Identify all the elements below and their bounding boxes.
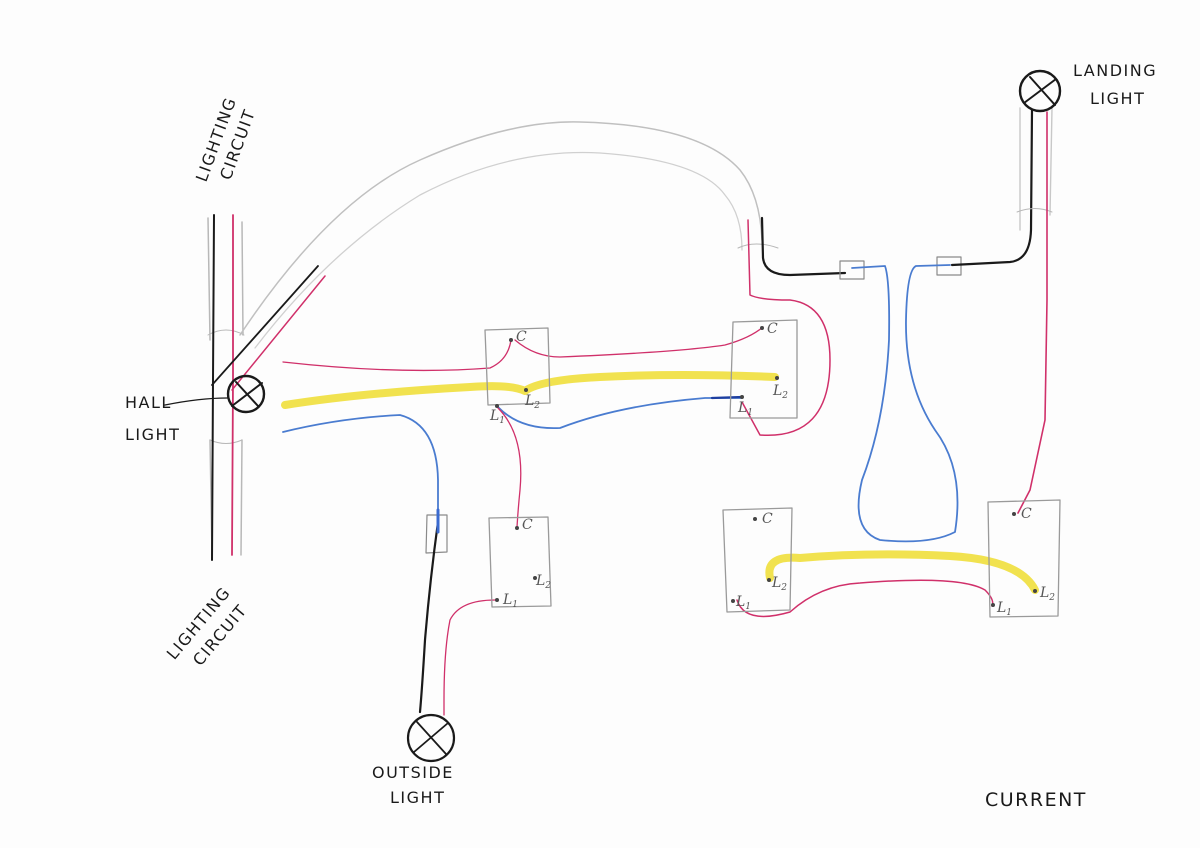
hall-live-to-switch-a [282,339,512,372]
terminal-label-l1: L1 [996,600,1012,618]
terminal-label-l1: L1 [489,408,505,426]
landing-l1-link [736,579,994,618]
terminal-dot [495,404,499,408]
hall-light-label-2: LIGHT [125,425,180,444]
lighting-circuit-sheath-left [207,217,211,341]
terminal-dot [991,603,995,607]
terminal-dot [731,599,735,603]
hall-light-leader [164,397,228,406]
connector-block-left [839,260,865,280]
outside-switch-live [443,599,496,716]
terminal-dot [515,526,519,530]
outside-connector-block [425,514,448,554]
terminal-dot [495,598,499,602]
switch-box-landing-b [987,499,1061,618]
lighting-circuit-neutral-wire [211,214,215,561]
terminal-label-c: C [767,321,778,337]
switch-box-outside [488,516,552,608]
landing-light-sheath-cap [1016,208,1053,213]
terminal-dot [760,326,764,330]
switch-box-hall-b [729,319,798,419]
terminal-label-c: C [522,517,533,533]
outside-light-lamp-icon [406,713,456,763]
terminal-label-c: C [762,511,773,527]
terminal-label-l2: L2 [1039,585,1055,603]
landing-cable-sheath-inner [254,151,743,349]
landing-light-live [1017,111,1048,514]
outside-neutral [418,520,440,714]
terminal-label-l2: L2 [524,393,540,411]
terminal-dot [1012,512,1016,516]
lighting-circuit-sheath-right [241,221,244,336]
terminal-label-l2: L2 [772,383,788,401]
terminal-dot [775,376,779,380]
hall-to-landing-live [231,275,326,391]
terminal-dot [1033,589,1037,593]
switch-a-to-switch-b-live [514,326,764,358]
switch-a-to-outside-switch [497,407,522,528]
terminal-dot [524,388,528,392]
terminal-label-l1: L1 [502,592,518,610]
terminal-dot [740,395,744,399]
outside-light-label-1: OUTSIDE [372,763,454,782]
terminal-label-l2: L2 [535,573,551,591]
hall-light-lamp-icon [226,374,266,414]
switch-b-l1-blue-darker [710,395,744,400]
terminal-label-c: C [1021,506,1032,522]
landing-light-lamp-icon [1018,69,1062,113]
switch-box-landing-a [722,507,793,613]
terminal-label-l1: L1 [737,400,753,418]
terminal-dot [533,576,537,580]
terminal-label-c: C [516,329,527,345]
terminal-label-l2: L2 [771,575,787,593]
switch-a-to-switch-b-blue [497,397,743,430]
terminal-label-l1: L1 [735,594,751,612]
terminal-dot [767,578,771,582]
diagram-title: CURRENT [985,789,1087,811]
terminal-dot [509,338,513,342]
hall-light-label-1: HALL [125,393,172,412]
lighting-circuit-sheath-right-lower [240,439,243,556]
landing-neutral-left [760,216,847,277]
lighting-circuit-live-wire [231,214,234,556]
hall-to-landing-neutral [211,265,319,386]
switch-box-hall-a [484,327,551,406]
landing-cable-sheath-outer [239,121,763,336]
landing-switched-loop [851,264,959,543]
landing-light-label-2: LIGHT [1090,89,1145,108]
landing-neutral-right [950,108,1034,267]
landing-cable-sheath-cap [737,243,779,249]
sheath-cap-lower [209,439,243,444]
hall-switched-to-outside [282,414,439,523]
outside-light-label-2: LIGHT [390,788,445,807]
landing-light-label-1: LANDING [1073,61,1157,80]
terminal-dot [753,517,757,521]
landing-light-sheath-right [1049,107,1053,216]
landing-live-to-switch [741,219,831,436]
strapper-yellow-landing [765,550,1039,594]
